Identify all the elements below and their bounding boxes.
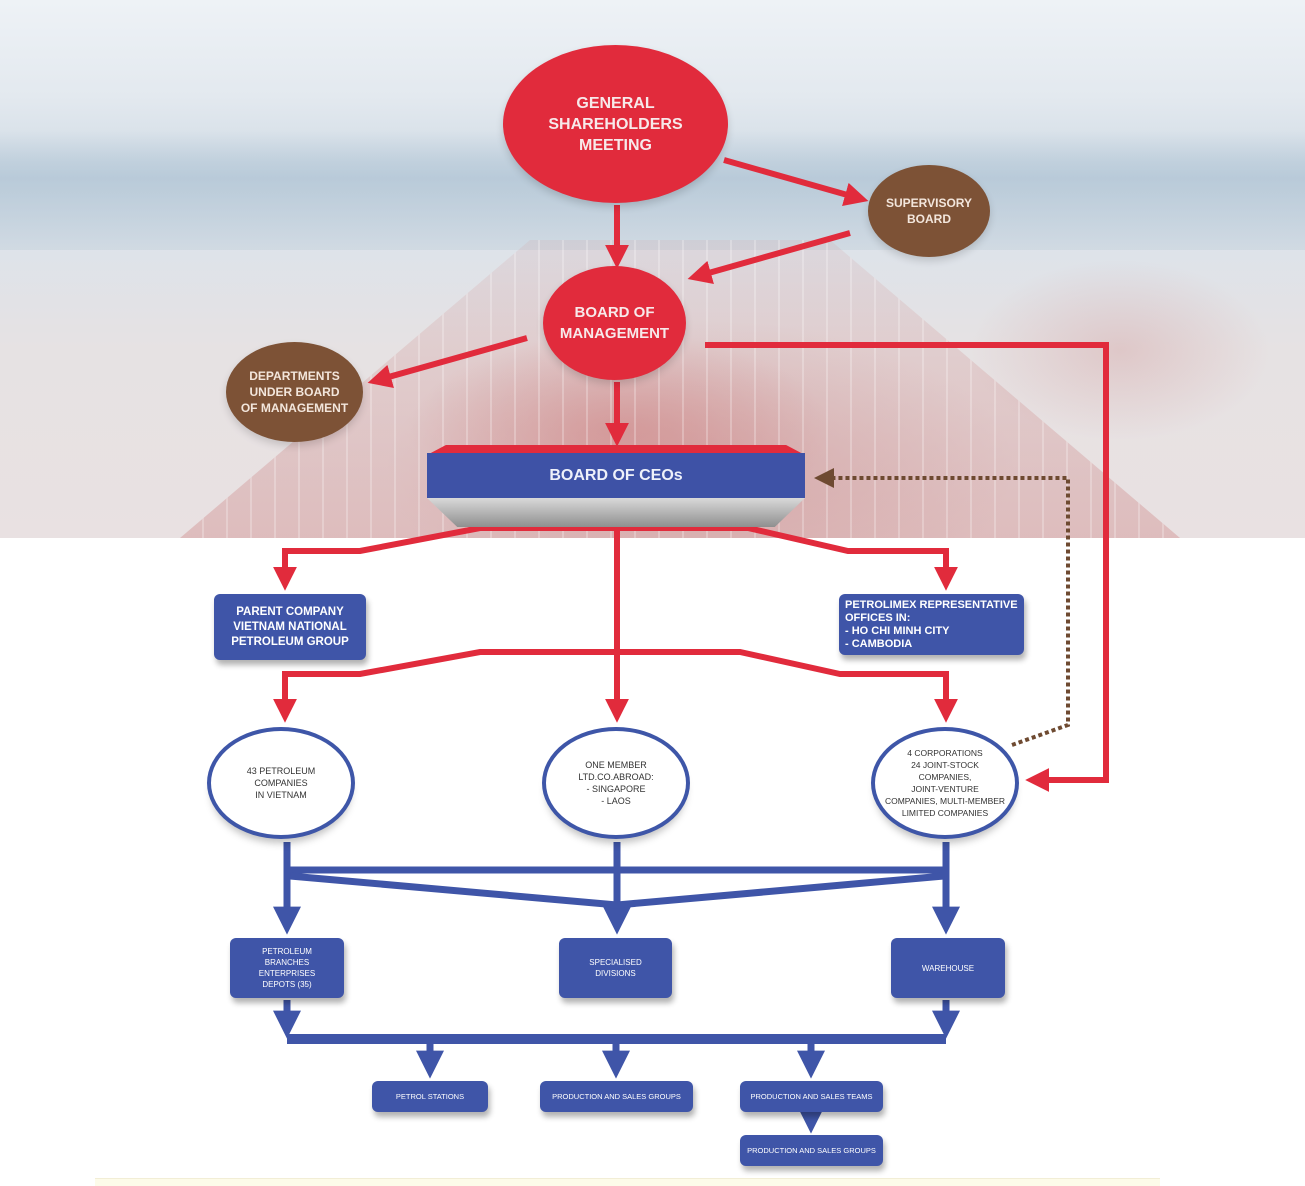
node-label: PETROLEUM BRANCHES ENTERPRISES DEPOTS (3… xyxy=(258,947,316,989)
edge-corporations-ceo-dotted xyxy=(814,468,1070,747)
node-supervisory-board: SUPERVISORY BOARD xyxy=(868,165,990,257)
node-petrol-stations: PETROL STATIONS xyxy=(372,1081,488,1112)
node-production-sales-teams: PRODUCTION AND SALES TEAMS xyxy=(740,1081,883,1112)
node-label: WAREHOUSE xyxy=(921,963,975,973)
ceo-bar-top-edge xyxy=(427,445,805,455)
node-label: PRODUCTION AND SALES GROUPS xyxy=(552,1092,681,1101)
node-parent-company: PARENT COMPANY VIETNAM NATIONAL PETROLEU… xyxy=(214,594,366,660)
node-board-of-ceos: BOARD OF CEOs xyxy=(427,445,805,527)
node-one-member-abroad: ONE MEMBER LTD.CO.ABROAD: - SINGAPORE - … xyxy=(542,727,690,839)
edge-supervisory-bom xyxy=(687,230,851,284)
node-label: BOARD OF MANAGEMENT xyxy=(559,304,670,342)
node-specialised-divisions: SPECIALISED DIVISIONS xyxy=(559,938,672,998)
edge-gsm-supervisory xyxy=(723,157,869,206)
node-branches-depots: PETROLEUM BRANCHES ENTERPRISES DEPOTS (3… xyxy=(230,938,344,998)
node-label: PRODUCTION AND SALES TEAMS xyxy=(750,1092,873,1101)
node-label: SPECIALISED DIVISIONS xyxy=(589,958,642,978)
node-production-sales-groups: PRODUCTION AND SALES GROUPS xyxy=(540,1081,693,1112)
node-label: PRODUCTION AND SALES GROUPS xyxy=(747,1146,876,1155)
node-label: GENERAL SHAREHOLDERS MEETING xyxy=(548,94,683,154)
node-label: PETROL STATIONS xyxy=(395,1092,465,1101)
edge-bom-departments xyxy=(367,335,528,388)
edge-cross-v xyxy=(289,872,945,909)
node-label: PARENT COMPANY VIETNAM NATIONAL PETROLEU… xyxy=(231,605,349,648)
node-general-shareholders-meeting: GENERAL SHAREHOLDERS MEETING xyxy=(503,45,728,203)
edge-ceo-parent xyxy=(273,525,617,591)
ceo-bar: BOARD OF CEOs xyxy=(427,453,805,498)
ceo-bar-bevel xyxy=(427,498,805,527)
node-petroleum-companies: 43 PETROLEUM COMPANIES IN VIETNAM xyxy=(207,727,355,839)
edge-ceo-petroleum-companies xyxy=(273,649,617,723)
node-label: PETROLIMEX REPRESENTATIVE OFFICES IN: - … xyxy=(845,598,1018,650)
edge-bom-corporations xyxy=(705,342,1109,792)
edge-ceo-corporations xyxy=(617,649,958,723)
node-representative-offices: PETROLIMEX REPRESENTATIVE OFFICES IN: - … xyxy=(839,594,1024,655)
node-label: BOARD OF CEOs xyxy=(549,466,683,484)
node-board-of-management: BOARD OF MANAGEMENT xyxy=(543,266,686,380)
node-label: 4 CORPORATIONS 24 JOINT-STOCK COMPANIES,… xyxy=(884,748,1006,818)
node-corporations: 4 CORPORATIONS 24 JOINT-STOCK COMPANIES,… xyxy=(871,727,1019,839)
node-label: 43 PETROLEUM COMPANIES IN VIETNAM xyxy=(246,766,316,800)
node-label: DEPARTMENTS UNDER BOARD OF MANAGEMENT xyxy=(240,369,349,415)
edge-ceo-representative xyxy=(617,525,958,591)
node-warehouse: WAREHOUSE xyxy=(891,938,1005,998)
node-production-sales-groups-sub: PRODUCTION AND SALES GROUPS xyxy=(740,1135,883,1166)
node-label: SUPERVISORY BOARD xyxy=(885,196,973,226)
node-label: ONE MEMBER LTD.CO.ABROAD: - SINGAPORE - … xyxy=(578,760,654,806)
bottom-strip xyxy=(95,1178,1160,1186)
node-departments-under-bom: DEPARTMENTS UNDER BOARD OF MANAGEMENT xyxy=(226,342,363,442)
